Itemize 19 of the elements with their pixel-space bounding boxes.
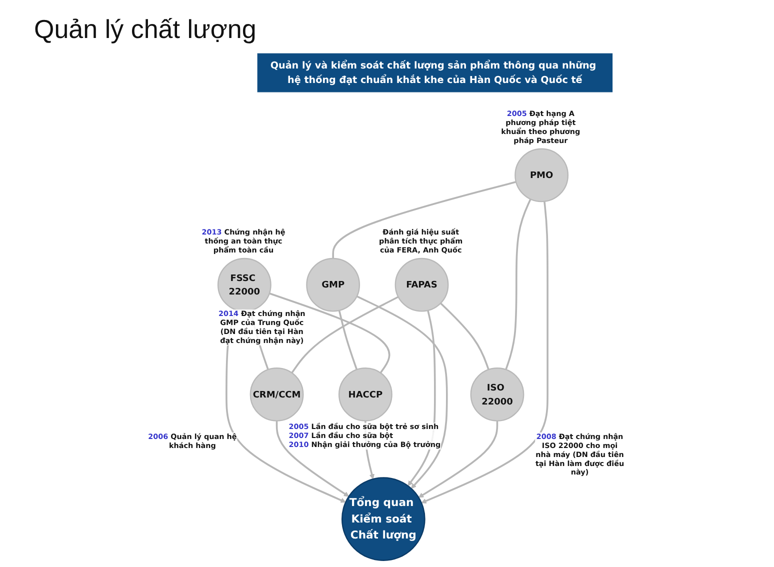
arrow bbox=[276, 420, 350, 497]
node-circle: CRM/CCM bbox=[250, 368, 304, 422]
connector bbox=[440, 302, 490, 370]
connector bbox=[269, 292, 390, 374]
arrow bbox=[421, 201, 548, 504]
node-circle: PMO bbox=[514, 148, 569, 202]
arrow bbox=[356, 295, 448, 489]
node-circle: Tổng quan Kiểm soát Chất lượng bbox=[341, 477, 426, 561]
node-circle: GMP bbox=[306, 258, 360, 312]
arrow bbox=[418, 420, 498, 498]
node-circle: FAPAS bbox=[394, 258, 449, 312]
connector bbox=[338, 310, 358, 370]
node-circle: ISO 22000 bbox=[470, 368, 524, 422]
node-box: Quản lý và kiểm soát chất lượng sản phẩm thông qua những hệ thống đạt chuẩn khắt khe của Hàn Quốc và Quốc tế bbox=[257, 53, 613, 92]
connector bbox=[332, 181, 516, 258]
connector bbox=[505, 198, 532, 370]
connector bbox=[291, 296, 399, 374]
node-circle: HACCP bbox=[338, 368, 392, 422]
title: Quản lý chất lượng bbox=[34, 14, 256, 45]
